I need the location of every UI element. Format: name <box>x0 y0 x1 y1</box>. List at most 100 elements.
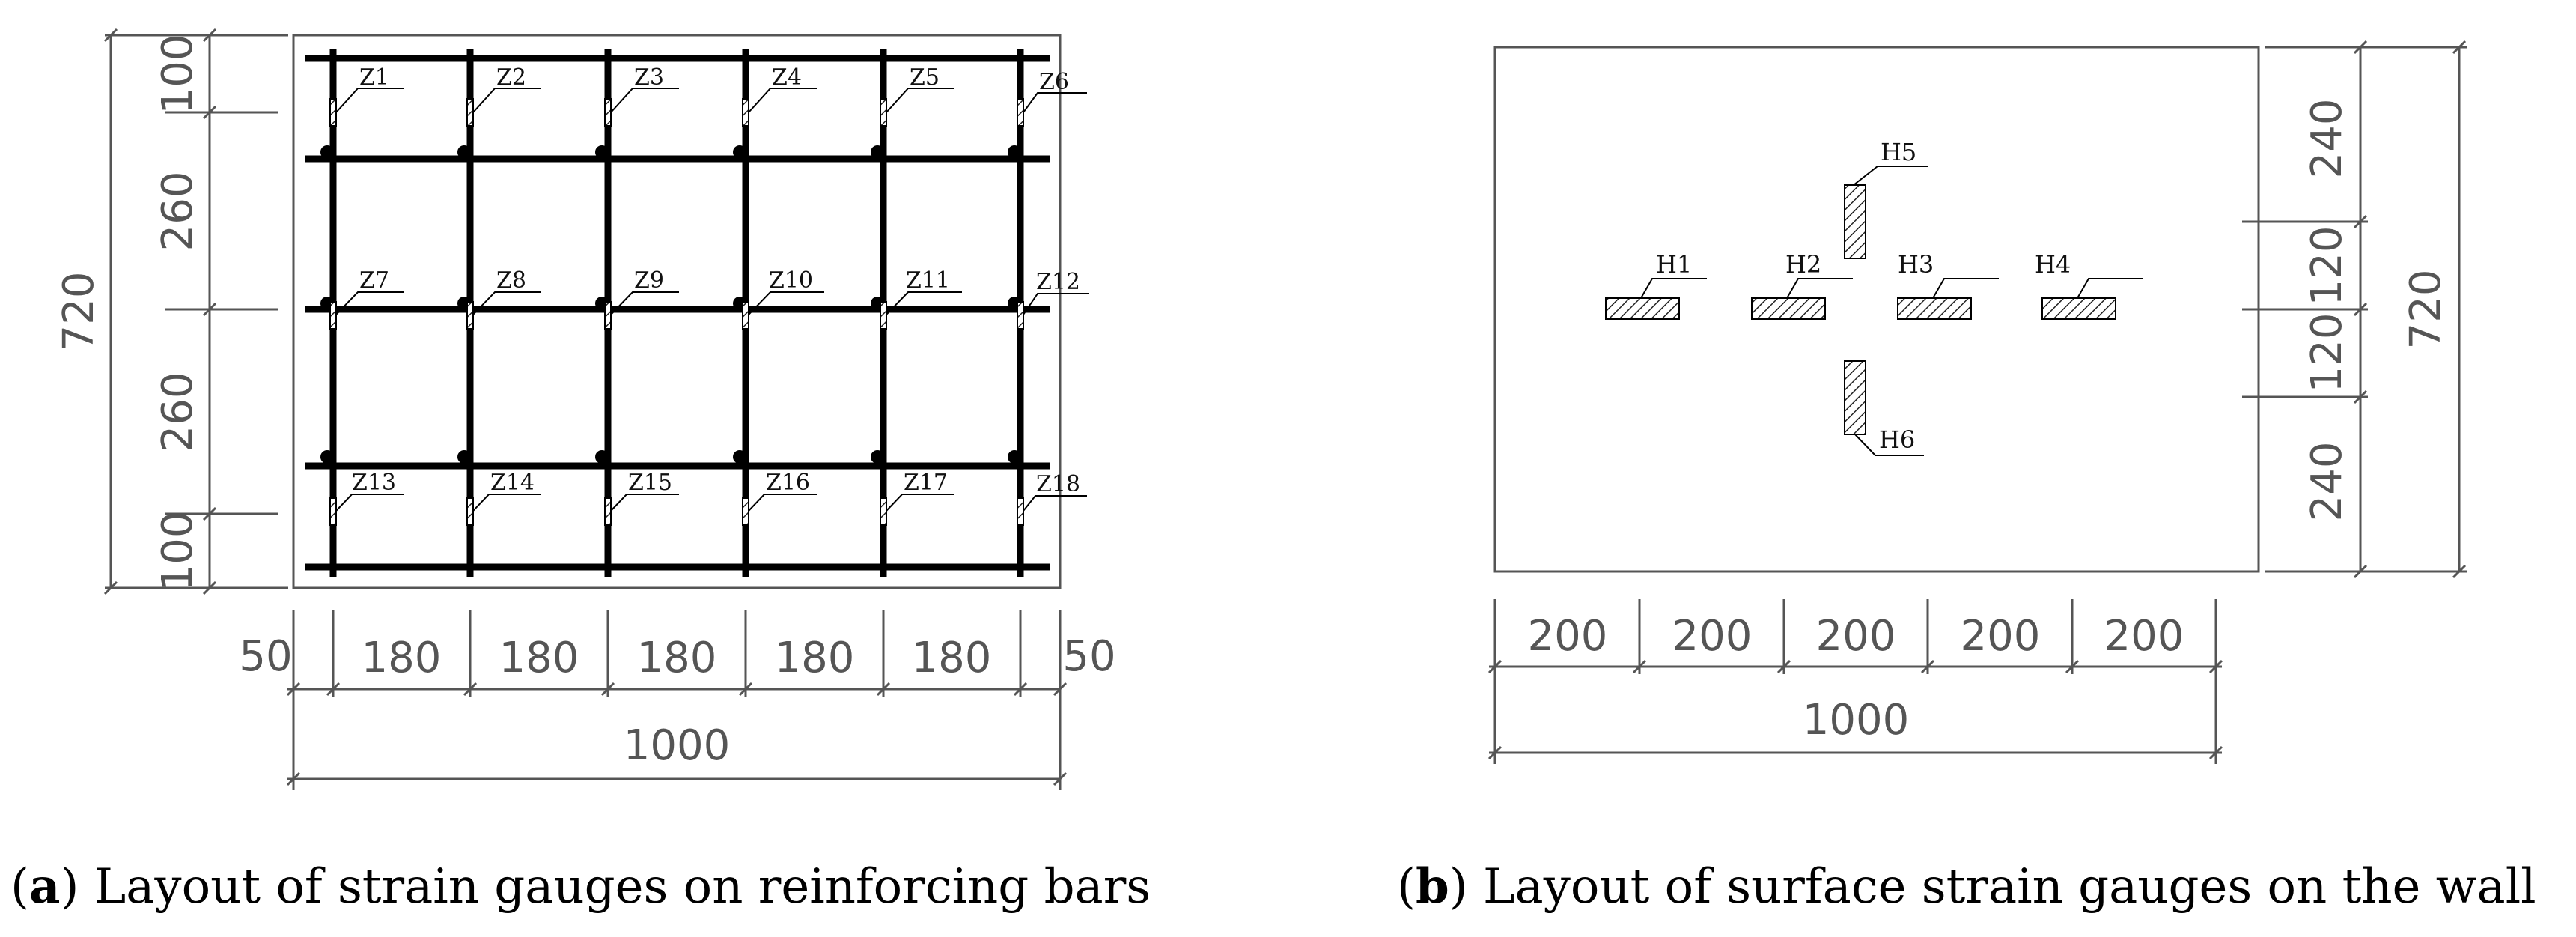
dim-height-a: 100 <box>153 512 202 592</box>
gauge-label: Z6 <box>1039 69 1069 95</box>
caption-a-letter: a <box>29 858 60 915</box>
dim-width-b: 200 <box>1816 612 1896 661</box>
dim-height-a: 100 <box>153 34 202 115</box>
dim-width-b: 200 <box>1672 612 1753 661</box>
strain-gauge-h1 <box>1605 297 1680 320</box>
strain-gauge <box>604 301 612 330</box>
gauge-label: Z1 <box>359 64 389 91</box>
gauge-label: H2 <box>1785 250 1821 279</box>
gauge-label: Z5 <box>910 64 940 91</box>
gauge-label: H6 <box>1879 425 1915 454</box>
strain-gauge <box>329 301 337 330</box>
panel-a-rebar-layout: Z1 Z2 Z3 Z4 Z5 Z6 Z7 Z8 <box>10 28 1151 915</box>
dim-height-b: 240 <box>2303 442 2351 522</box>
dim-height-b: 120 <box>2303 226 2351 306</box>
strain-gauge <box>1017 497 1024 526</box>
gauge-label: Z4 <box>772 64 802 91</box>
right-dimensions-b <box>2242 40 2467 579</box>
dim-height-a: 260 <box>153 172 202 252</box>
caption-b-text: Layout of surface strain gauges on the w… <box>1468 859 2536 915</box>
caption-b-letter: b <box>1416 858 1449 915</box>
dim-width-a: 180 <box>912 634 992 682</box>
dim-width-a: 180 <box>775 634 855 682</box>
dim-total-height-a: 720 <box>55 272 103 352</box>
strain-gauge <box>466 301 474 330</box>
dim-total-height-b: 720 <box>2402 270 2450 350</box>
dim-width-a: 180 <box>637 634 717 682</box>
surface-gauges-vertical: H5 H6 <box>1844 138 1928 456</box>
dim-total-width-a: 1000 <box>624 721 731 770</box>
gauge-label: Z18 <box>1036 471 1080 497</box>
gauge-label: Z14 <box>490 470 535 496</box>
gauge-label: Z9 <box>634 267 664 294</box>
strain-gauge <box>329 497 337 526</box>
gauge-label: Z7 <box>359 267 389 294</box>
gauge-label: Z11 <box>906 267 950 294</box>
strain-gauge <box>742 497 749 526</box>
caption-b: (b) Layout of surface strain gauges on t… <box>1397 858 2536 915</box>
caption-a-text: Layout of strain gauges on reinforcing b… <box>79 859 1151 915</box>
gauge-label: Z17 <box>904 470 948 496</box>
strain-gauge-h3 <box>1897 297 1972 320</box>
strain-gauge-h5 <box>1844 184 1866 259</box>
intersection-dot <box>595 450 609 464</box>
panel-b-surface-layout: H1 H2 H3 H4 H5 H6 <box>1397 40 2536 915</box>
strain-gauge-h4 <box>2041 297 2116 320</box>
intersection-dot <box>457 450 471 464</box>
gauge-label: Z12 <box>1036 269 1080 295</box>
gauge-label: Z16 <box>766 470 810 496</box>
intersection-dot <box>871 145 884 159</box>
dim-height-b: 240 <box>2303 99 2351 179</box>
strain-gauge <box>466 497 474 526</box>
gauge-label: H5 <box>1881 138 1916 166</box>
dim-total-width-b: 1000 <box>1803 696 1910 745</box>
dim-width-b: 200 <box>2104 612 2184 661</box>
wall-outline-a <box>292 34 1062 589</box>
strain-gauge-h2 <box>1751 297 1826 320</box>
gauge-label: Z15 <box>628 470 672 496</box>
intersection-dot <box>1008 450 1021 464</box>
surface-gauges-horizontal: H1 H2 H3 H4 <box>1605 250 2143 320</box>
dim-width-a: 50 <box>1062 632 1115 681</box>
gauge-label: Z13 <box>352 470 396 496</box>
bottom-dimensions-b <box>1488 599 2223 764</box>
intersection-dot <box>457 145 471 159</box>
intersection-dot <box>1008 145 1021 159</box>
strain-gauge <box>604 98 612 127</box>
intersection-dot <box>320 450 334 464</box>
dim-width-b: 200 <box>1961 612 2041 661</box>
gauge-label: Z10 <box>769 267 813 294</box>
gauges-row-1: Z1 Z2 Z3 Z4 Z5 Z6 <box>329 64 1087 127</box>
strain-gauge <box>880 497 887 526</box>
gauges-row-2: Z7 Z8 Z9 Z10 Z11 Z12 <box>329 267 1089 330</box>
strain-gauge-h6 <box>1844 360 1866 435</box>
bottom-dimensions-a <box>286 610 1068 790</box>
caption-a: (a) Layout of strain gauges on reinforci… <box>10 858 1151 915</box>
strain-gauge <box>742 98 749 127</box>
intersection-dot <box>320 145 334 159</box>
strain-gauge <box>466 98 474 127</box>
dim-width-a: 180 <box>499 634 579 682</box>
gauges-row-3: Z13 Z14 Z15 Z16 Z17 Z18 <box>329 470 1087 526</box>
strain-gauge <box>880 98 887 127</box>
strain-gauge <box>1017 98 1024 127</box>
dim-width-b: 200 <box>1528 612 1608 661</box>
dim-width-a: 50 <box>239 632 292 681</box>
gauge-label: Z2 <box>496 64 526 91</box>
gauge-label: H1 <box>1656 250 1692 279</box>
gauge-label: H3 <box>1898 250 1934 279</box>
horizontal-bars <box>305 55 1050 571</box>
strain-gauge <box>880 301 887 330</box>
intersection-dot <box>733 145 746 159</box>
dim-height-b: 120 <box>2303 313 2351 393</box>
dim-width-a: 180 <box>362 634 442 682</box>
gauge-label: Z8 <box>496 267 526 294</box>
intersection-dot <box>871 450 884 464</box>
intersection-dot <box>595 145 609 159</box>
intersection-dot <box>733 450 746 464</box>
strain-gauge <box>742 301 749 330</box>
strain-gauge <box>329 98 337 127</box>
dim-height-a: 260 <box>153 372 202 452</box>
bar-intersection-dots <box>320 145 1021 464</box>
